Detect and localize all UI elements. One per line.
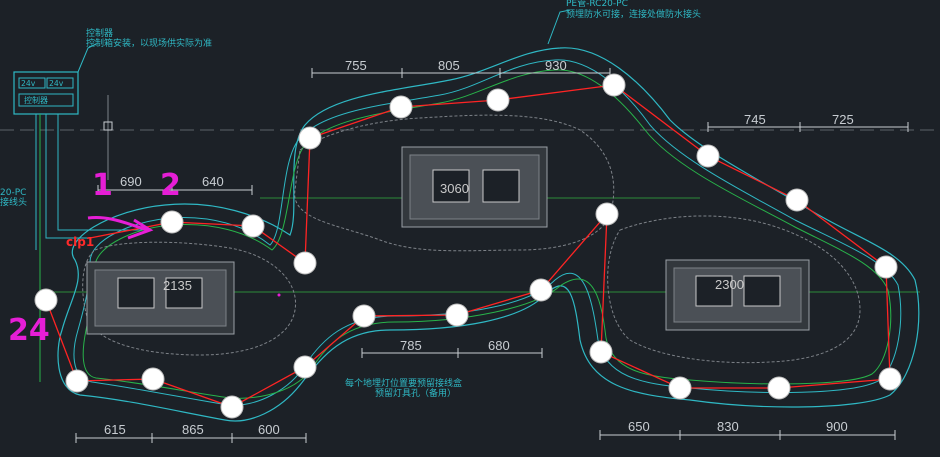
handwritten-label-2: 2 <box>160 168 181 203</box>
light-node[interactable] <box>34 288 58 312</box>
left-edge-note-1: 20-PC <box>0 188 26 198</box>
inner-rock-outline-1 <box>294 114 615 252</box>
light-node[interactable] <box>785 188 809 212</box>
controller-box-row1-a: 24v <box>21 79 36 88</box>
dim-bottom-right-3: 900 <box>826 419 848 434</box>
pad-left: 2135 <box>86 261 235 335</box>
pad-right-label: 2300 <box>715 277 744 292</box>
inner-rock-outline-2 <box>607 215 861 364</box>
dim-left-2: 640 <box>202 174 224 189</box>
controller-note-body: 控制箱安装，以现场供实际为准 <box>86 37 212 49</box>
light-node[interactable] <box>220 395 244 419</box>
pad-left-label: 2135 <box>163 278 192 293</box>
clp1-label: clp1 <box>66 235 94 249</box>
light-node[interactable] <box>141 367 165 391</box>
light-node[interactable] <box>298 126 322 150</box>
light-node[interactable] <box>874 255 898 279</box>
light-node[interactable] <box>241 214 265 238</box>
feed-line-to-clp1 <box>45 114 90 239</box>
pond-outline-inner <box>73 59 902 406</box>
top-right-note-title: PE管-RC20-PC <box>566 0 628 9</box>
light-node[interactable] <box>529 278 553 302</box>
pad-center: 3060 <box>401 146 548 228</box>
handwritten-label-24: 24 <box>8 313 50 348</box>
dim-bottom-right-2: 830 <box>717 419 739 434</box>
dim-mid-2: 680 <box>488 338 510 353</box>
dim-right-2: 725 <box>832 112 854 127</box>
dim-mid-1: 785 <box>400 338 422 353</box>
controller-leader-line <box>77 43 97 73</box>
light-nodes <box>34 73 902 419</box>
top-right-note-body: 预埋防水可接，连接处做防水接头 <box>566 8 701 20</box>
pad-center-label: 3060 <box>440 181 469 196</box>
pond-outline-outer-left <box>57 47 920 422</box>
light-node[interactable] <box>352 304 376 328</box>
light-node[interactable] <box>293 355 317 379</box>
light-node[interactable] <box>668 376 692 400</box>
light-node[interactable] <box>445 303 469 327</box>
light-node[interactable] <box>486 88 510 112</box>
small-marker-dot <box>277 293 281 297</box>
mid-bottom-note-2: 预留灯具孔（备用） <box>375 387 456 399</box>
light-node[interactable] <box>696 144 720 168</box>
handwritten-arrow <box>87 215 154 240</box>
light-node[interactable] <box>389 95 413 119</box>
dim-top-2: 805 <box>438 58 460 73</box>
controller-note-title: 控制器 <box>86 27 113 39</box>
dim-bottom-left-2: 865 <box>182 422 204 437</box>
light-node[interactable] <box>767 376 791 400</box>
light-wiring-path <box>45 84 891 408</box>
pad-right: 2300 <box>665 259 810 331</box>
pond-green-line <box>82 69 892 399</box>
controller-box-row1-b: 24v <box>49 79 64 88</box>
light-node[interactable] <box>293 251 317 275</box>
mid-bottom-note-1: 每个地埋灯位置要预留接线盒 <box>345 377 462 389</box>
light-node[interactable] <box>160 210 184 234</box>
dim-right-1: 745 <box>744 112 766 127</box>
light-node[interactable] <box>878 367 902 391</box>
dimension-lines <box>75 68 909 443</box>
dim-bottom-right-1: 650 <box>628 419 650 434</box>
guide-square-marker <box>103 121 113 131</box>
dim-top-1: 755 <box>345 58 367 73</box>
dim-top-3: 930 <box>545 58 567 73</box>
controller-box-row2: 控制器 <box>24 95 48 105</box>
top-right-leader <box>547 9 571 45</box>
handwritten-label-1: 1 <box>92 168 113 203</box>
light-node[interactable] <box>602 73 626 97</box>
left-edge-note-2: 接线头 <box>0 196 27 208</box>
dim-left-1: 690 <box>120 174 142 189</box>
controller-box: 24v 24v 控制器 <box>13 71 79 115</box>
light-node[interactable] <box>595 202 619 226</box>
light-node[interactable] <box>589 340 613 364</box>
feed-line-upper <box>57 114 150 231</box>
dim-bottom-left-3: 600 <box>258 422 280 437</box>
dim-bottom-left-1: 615 <box>104 422 126 437</box>
light-node[interactable] <box>65 369 89 393</box>
